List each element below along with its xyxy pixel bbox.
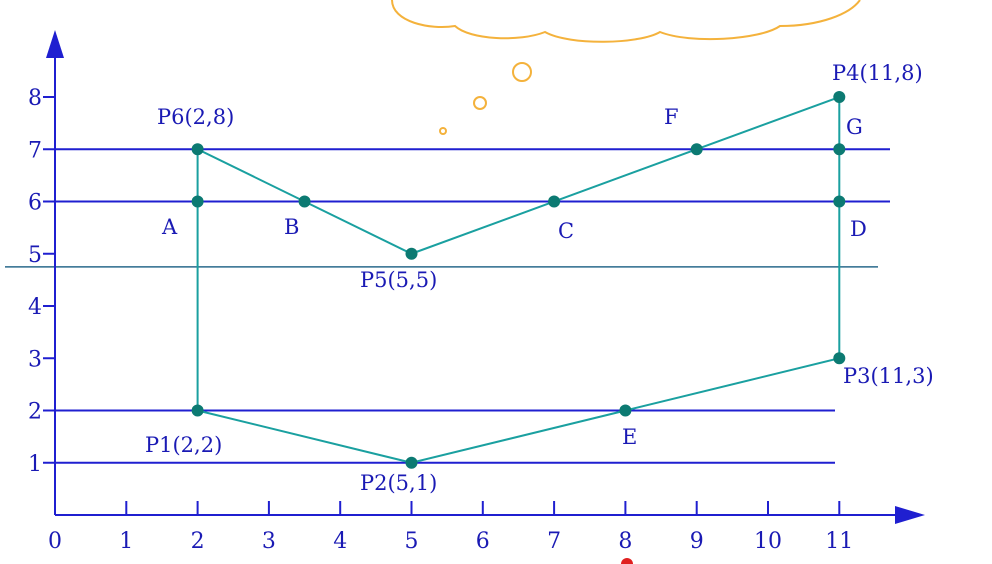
x-tick-label: 9 [690, 529, 704, 554]
x-tick-label: 4 [333, 529, 347, 554]
x-tick-label: 5 [405, 529, 419, 554]
intersection-label-A: A [161, 215, 178, 239]
thought-cloud [391, 0, 861, 135]
y-tick-label: 7 [28, 138, 42, 163]
intersection-G [833, 143, 846, 156]
intersection-C [548, 195, 561, 208]
intersection-label-B: B [284, 215, 299, 239]
x-tick-label: 11 [825, 529, 853, 554]
vertex-label-P6: P6(2,8) [157, 105, 234, 129]
thought-bubble-small [439, 127, 447, 135]
thought-bubble-large [512, 62, 532, 82]
intersection-E [619, 404, 632, 417]
vertex-label-P3: P3(11,3) [843, 364, 934, 388]
vertex-label-P5: P5(5,5) [360, 268, 437, 292]
thought-bubble-medium [473, 96, 487, 110]
x-tick-label: 6 [476, 529, 490, 554]
x-tick-label: 1 [119, 529, 133, 554]
scan-lines [5, 148, 890, 464]
y-tick-label: 8 [28, 86, 42, 111]
vertex-P2 [405, 456, 418, 469]
vertex-label-P2: P2(5,1) [360, 471, 437, 495]
y-tick-label: 1 [28, 452, 42, 477]
points [191, 91, 846, 469]
y-axis-arrow-icon [46, 30, 64, 58]
labels: P1(2,2) P2(5,1) P3(11,3) P4(11,8) P5(5,5) P6(… [145, 61, 934, 495]
intersection-A [191, 195, 204, 208]
x-tick-label: 8 [618, 529, 632, 554]
vertex-P4 [833, 91, 846, 103]
y-tick-label: 3 [28, 347, 42, 372]
y-tick-label: 2 [28, 400, 42, 425]
x-tick-label: 0 [48, 529, 62, 554]
intersection-label-G: G [846, 115, 863, 139]
intersection-label-D: D [850, 217, 867, 241]
intersection-label-E: E [622, 425, 637, 449]
polygon-outline [196, 95, 841, 464]
vertex-P3 [833, 352, 846, 365]
intersection-F [690, 143, 703, 156]
intersection-label-C: C [558, 219, 574, 243]
intersection-label-F: F [664, 105, 679, 129]
x-tick-label: 10 [754, 529, 782, 554]
vertex-P6 [191, 143, 204, 156]
y-tick-label: 5 [28, 243, 42, 268]
x-tick-label: 2 [191, 529, 205, 554]
x-tick-label: 7 [547, 529, 561, 554]
polygon-edges [196, 95, 841, 464]
vertex-P5 [405, 247, 418, 260]
x-axis-arrow-icon [895, 506, 925, 524]
y-tick-label: 4 [28, 295, 42, 320]
intersection-B [298, 195, 311, 208]
vertex-P1 [191, 404, 204, 417]
cursor-dot [621, 558, 633, 564]
vertex-label-P4: P4(11,8) [832, 61, 923, 85]
vertex-label-P1: P1(2,2) [145, 433, 222, 457]
intersection-D [833, 195, 846, 208]
y-tick-label: 6 [28, 191, 42, 216]
x-tick-label: 3 [262, 529, 276, 554]
